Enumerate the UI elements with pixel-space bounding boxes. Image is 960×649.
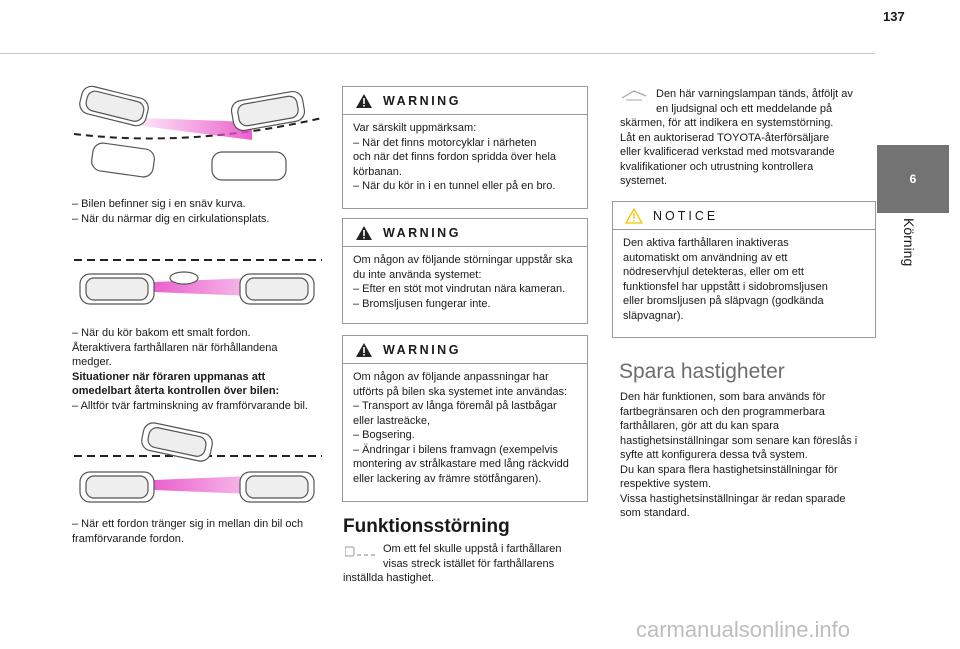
chapter-number: 6: [909, 172, 917, 186]
text-line: – När du kör in i en tunnel eller på en …: [353, 180, 556, 192]
text-line: och när det finns fordon spridda över he…: [353, 151, 557, 163]
watermark: carmanualsonline.info: [636, 617, 851, 642]
text-line: Om någon av följande störningar uppstår …: [353, 254, 573, 266]
dashes-display-icon: [345, 546, 375, 557]
situations-heading: omedelbart återta kontrollen över bilen:: [72, 385, 280, 397]
text-line: – När du kör bakom ett smalt fordon.: [72, 327, 251, 339]
text-line: Om ett fel skulle uppstå i farthållaren: [383, 543, 562, 555]
text-line: framförvarande fordon.: [72, 532, 184, 545]
text-line: släpvagnar).: [623, 309, 684, 322]
notice-title: NOTICE: [653, 208, 719, 223]
text-line: – Efter en stöt mot vindrutan nära kamer…: [353, 283, 566, 295]
text-line: Den här varningslampan tänds, åtföljt av: [656, 88, 853, 100]
text-line: en ljudsignal och ett meddelande på: [656, 102, 833, 115]
text-line: Var särskilt uppmärksam:: [353, 122, 477, 134]
warning-title: WARNING: [383, 93, 461, 108]
text-line: utförts på bilen ska systemet inte använ…: [353, 385, 568, 398]
text-line: Återaktivera farthållaren när förhålland…: [72, 341, 278, 354]
text-line: automatiskt om användning av ett: [623, 251, 788, 264]
text-line: eller kvalificerad verkstad med motsvara…: [620, 146, 835, 158]
text-line: eller lackering av främre stötfångaren).: [353, 472, 542, 485]
warning-triangle-icon: [356, 342, 372, 357]
curve-illustration: [73, 85, 323, 181]
narrow-vehicle-illustration: [74, 259, 322, 305]
text-line: hastighetsinställningar som senare kan f…: [620, 434, 858, 447]
page-number: 137: [883, 9, 905, 24]
text-line: – Transport av långa föremål på lastbåga…: [353, 400, 557, 412]
text-line: kvalifikationer och utrustning kontrolle…: [620, 160, 814, 173]
text-line: Du kan spara flera hastighetsinställning…: [620, 463, 838, 476]
text-line: Den aktiva farthållaren inaktiveras: [623, 237, 789, 249]
warning-triangle-icon: [356, 93, 372, 108]
text-line: – Bogsering.: [353, 429, 415, 441]
text-line: medger.: [72, 356, 112, 368]
text-line: – Alltför tvär fartminskning av framförv…: [72, 399, 308, 412]
warning-title: WARNING: [383, 342, 461, 357]
warning-box: WARNING Om någon av följande anpassninga…: [342, 335, 588, 502]
fault-heading: Funktionsstörning: [343, 516, 510, 537]
warning-box: WARNING Var särskilt uppmärksam: – När d…: [342, 86, 588, 209]
text-line: Låt en auktoriserad TOYOTA-återförsäljar…: [620, 131, 830, 144]
text-line: montering av strålkastare med lång räckv…: [353, 458, 569, 470]
chapter-tab[interactable]: 6: [877, 145, 949, 213]
text-line: – Bilen befinner sig i en snäv kurva.: [72, 198, 246, 210]
situations-heading: Situationer när föraren uppmanas att: [72, 370, 266, 383]
text-line: syfte att konfigurera dessa två system.: [620, 449, 808, 461]
text-line: eller lastreäcke,: [353, 414, 431, 427]
text-line: skärmen, för att indikera en systemstörn…: [620, 117, 834, 129]
text-line: – När ett fordon tränger sig in mellan d…: [72, 518, 304, 530]
text-line: eller bromsljusen på släpvagn (godkända: [623, 295, 824, 307]
text-line: inställda hastighet.: [343, 572, 435, 584]
warning-box: WARNING Om någon av följande störningar …: [342, 218, 588, 324]
text-line: nödreservhjul detekteras, eller om ett: [623, 266, 804, 278]
text-line: Den här funktionen, som bara används för: [620, 391, 826, 403]
cut-in-illustration: [74, 422, 322, 503]
text-line: Vissa hastighetsinställningar är redan s…: [620, 492, 846, 505]
chapter-title: Körning: [901, 218, 917, 267]
text-line: – När du närmar dig en cirkulationsplats…: [72, 212, 270, 225]
text-line: – Bromsljusen fungerar inte.: [353, 297, 491, 310]
notice-triangle-icon: [625, 207, 643, 224]
text-line: systemet.: [620, 175, 668, 187]
text-line: Om någon av följande anpassningar har: [353, 371, 549, 383]
text-line: funktionsfel har uppstått i sidobromslju…: [623, 280, 828, 293]
text-line: fartbegränsaren och den programmerbara: [620, 405, 825, 418]
text-line: respektive system.: [620, 478, 712, 490]
warning-lamp-icon: [621, 90, 647, 101]
warning-title: WARNING: [383, 225, 461, 240]
text-line: farthållaren, gör att du kan spara: [620, 420, 779, 432]
text-line: – När det finns motorcyklar i närheten: [353, 136, 537, 149]
warning-triangle-icon: [356, 225, 372, 240]
text-line: – Ändringar i bilens framvagn (exempelvi…: [353, 443, 558, 456]
notice-box: NOTICE Den aktiva farthållaren inaktiver…: [612, 201, 876, 338]
header-divider: [0, 53, 875, 54]
speed-heading: Spara hastigheter: [619, 360, 785, 383]
text-line: som standard.: [620, 507, 690, 519]
text-line: körbanan.: [353, 165, 402, 178]
text-line: du inte använda systemet:: [353, 268, 482, 281]
text-line: visas streck istället för farthållarens: [383, 557, 555, 570]
